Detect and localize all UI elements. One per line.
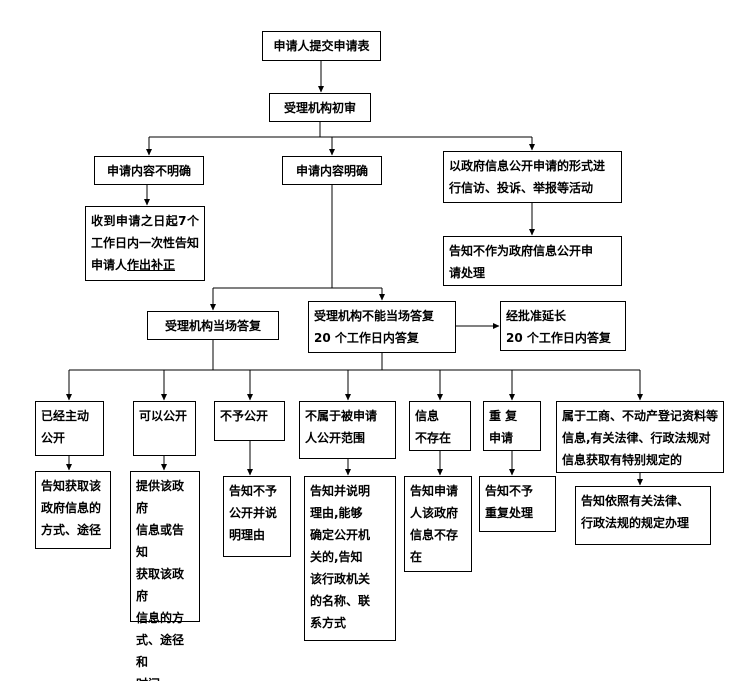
node-can-be-public: 可以公开	[133, 401, 196, 456]
node-content-unclear: 申请内容不明确	[94, 156, 204, 185]
node-reply-within-20-days: 受理机构不能当场答复 20 个工作日内答复	[308, 301, 456, 353]
node-not-public: 不予公开	[214, 401, 285, 441]
node-special-regulation-info: 属于工商、不动产登记资料等 信息,有关法律、行政法规对 信息获取有特别规定的	[556, 401, 724, 473]
notify-correction-text: 收到申请之日起7个工作日内一次性告知申请人	[91, 214, 200, 272]
node-inform-no-repeat-handling: 告知不予 重复处理	[479, 476, 556, 532]
node-inform-handle-per-law: 告知依照有关法律、 行政法规的规定办理	[575, 486, 711, 545]
node-already-public: 已经主动 公开	[35, 401, 104, 456]
node-inform-responsible-agency: 告知并说明 理由,能够 确定公开机 关的,告知 该行政机关 的名称、联 系方式	[304, 476, 396, 641]
node-not-treated-as-request: 告知不作为政府信息公开申 请处理	[443, 236, 622, 286]
node-inform-access-way: 告知获取该 政府信息的 方式、途径	[35, 471, 111, 549]
node-initial-review: 受理机构初审	[269, 93, 371, 122]
node-out-of-scope: 不属于被申请 人公开范围	[299, 401, 396, 459]
node-inform-refusal-reason: 告知不予 公开并说 明理由	[223, 476, 291, 557]
node-onsite-reply: 受理机构当场答复	[147, 311, 279, 340]
node-content-clear: 申请内容明确	[282, 156, 382, 185]
node-petition-complaint: 以政府信息公开申请的形式进 行信访、投诉、举报等活动	[443, 151, 622, 203]
notify-correction-underlined-text: 作出补正	[127, 258, 176, 272]
node-notify-correction: 收到申请之日起7个工作日内一次性告知申请人作出补正	[85, 206, 205, 281]
node-submit-application: 申请人提交申请表	[262, 31, 381, 61]
node-info-not-exist: 信息 不存在	[409, 401, 471, 451]
node-inform-not-exist: 告知申请 人该政府 信息不存 在	[404, 476, 472, 572]
node-extended-20-days: 经批准延长 20 个工作日内答复	[500, 301, 626, 351]
node-provide-info-or-inform: 提供该政府 信息或告知 获取该政府 信息的方 式、途径和 时间	[130, 471, 200, 681]
node-repeat-application: 重 复 申请	[483, 401, 541, 451]
